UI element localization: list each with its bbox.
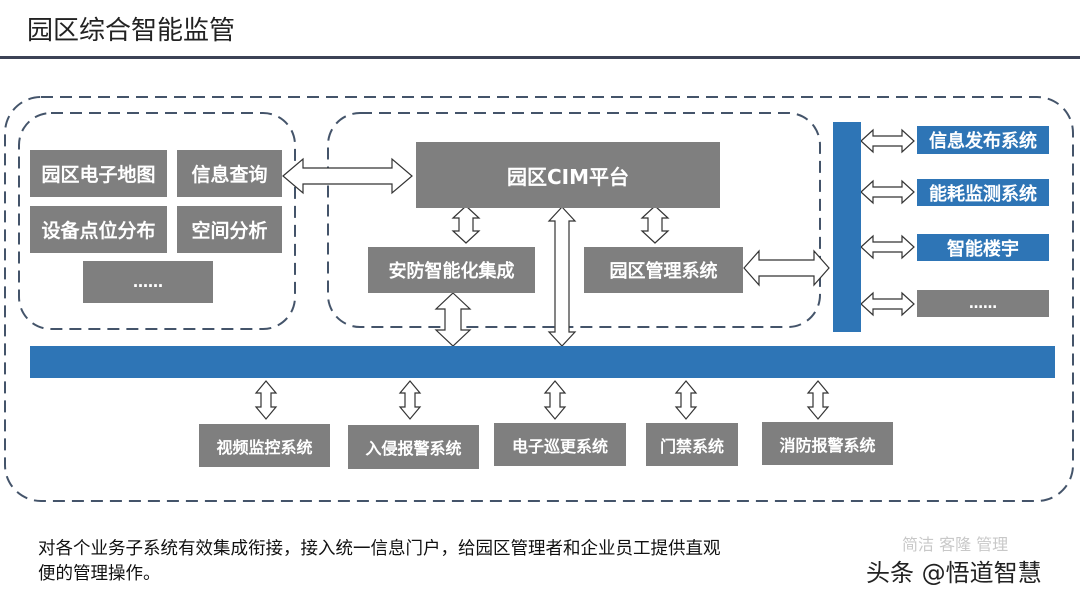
arrow-security-bus: [434, 292, 472, 347]
left-item-spatial-analysis[interactable]: 空间分析: [177, 206, 282, 253]
arrow-rightbus-more: [860, 291, 915, 317]
arrow-bus-patrol: [543, 380, 567, 420]
arrow-cim-management: [640, 205, 670, 244]
arrow-cim-security: [451, 205, 481, 244]
arrow-rightbus-building: [860, 234, 915, 260]
arrow-bus-video: [254, 380, 278, 420]
arrow-rightbus-info-publish: [860, 128, 915, 154]
watermark-main: 头条 @悟道智慧: [866, 559, 1042, 587]
watermark-faint: 简洁 客隆 管理: [902, 535, 1009, 554]
subsystem-video-surveillance[interactable]: 视频监控系统: [199, 424, 330, 467]
page-title: 园区综合智能监管: [27, 16, 236, 46]
park-management-box[interactable]: 园区管理系统: [584, 247, 743, 293]
arrow-info-query-cim: [282, 157, 413, 195]
left-item-more[interactable]: ……: [83, 261, 213, 303]
arrow-cim-bus: [547, 206, 577, 347]
right-item-smart-building[interactable]: 智能楼宇: [917, 234, 1049, 261]
arrow-bus-access: [674, 380, 698, 420]
security-integration-box[interactable]: 安防智能化集成: [368, 247, 535, 293]
arrow-management-rightbus: [743, 249, 830, 287]
left-dashed-group: [18, 112, 296, 330]
left-item-info-query[interactable]: 信息查询: [177, 150, 282, 197]
subsystem-access-control[interactable]: 门禁系统: [646, 423, 738, 466]
right-vertical-bus: [833, 122, 861, 332]
right-item-info-publish[interactable]: 信息发布系统: [917, 126, 1049, 154]
caption-line-2: 便的管理操作。: [38, 564, 161, 584]
cim-platform-box[interactable]: 园区CIM平台: [416, 142, 720, 208]
right-item-energy-monitor[interactable]: 能耗监测系统: [917, 179, 1049, 206]
left-item-device-distribution[interactable]: 设备点位分布: [30, 206, 167, 253]
right-item-more[interactable]: ……: [917, 290, 1049, 317]
left-item-park-map[interactable]: 园区电子地图: [30, 150, 167, 197]
arrow-bus-intrusion: [398, 380, 422, 420]
caption-line-1: 对各个业务子系统有效集成衔接，接入统一信息门户，给园区管理者和企业员工提供直观: [38, 539, 721, 559]
arrow-bus-fire: [806, 380, 830, 420]
caption: 对各个业务子系统有效集成衔接，接入统一信息门户，给园区管理者和企业员工提供直观 …: [38, 537, 918, 587]
arrow-rightbus-energy: [860, 179, 915, 205]
subsystem-intrusion-alarm[interactable]: 入侵报警系统: [348, 425, 479, 469]
main-horizontal-bus: [30, 346, 1055, 378]
center-dashed-group: [327, 112, 821, 328]
title-divider: [0, 56, 1080, 59]
outer-dashed-container: [4, 96, 1074, 502]
subsystem-fire-alarm[interactable]: 消防报警系统: [762, 422, 893, 465]
subsystem-patrol[interactable]: 电子巡更系统: [494, 423, 626, 466]
